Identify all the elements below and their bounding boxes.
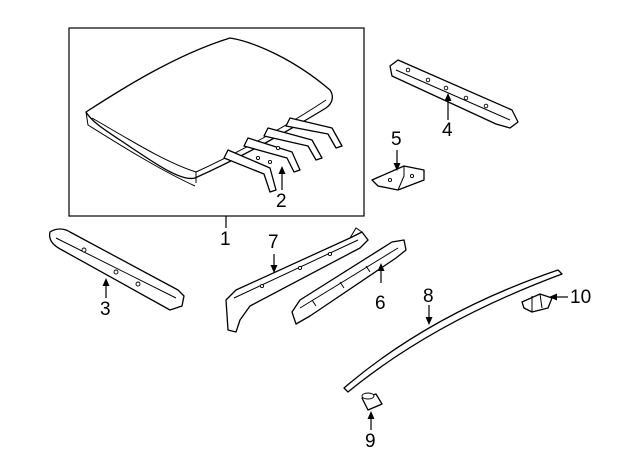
callout-9: 9 (365, 431, 376, 452)
bracket-part (371, 165, 425, 191)
side-rail-reinforcement-part (291, 239, 407, 325)
callout-6-arrow (377, 263, 385, 271)
callout-4-arrow (444, 93, 452, 101)
callout-7-arrow (270, 265, 278, 273)
callout-10-arrow (549, 293, 557, 301)
callout-2-arrow (278, 166, 286, 174)
callout-9-arrow (367, 411, 375, 419)
callout-10: 10 (570, 287, 592, 308)
rear-header-part (389, 59, 519, 129)
callout-8-arrow (425, 317, 433, 325)
callout-6: 6 (375, 293, 386, 314)
callout-4: 4 (442, 120, 453, 141)
roof-bows-part (223, 117, 343, 193)
callout-8: 8 (423, 286, 434, 307)
callout-3-arrow (102, 278, 110, 286)
roof-panel-inset-frame (68, 27, 365, 217)
roof-molding-part (343, 269, 563, 393)
inner-side-rail-part (225, 227, 369, 333)
callout-2: 2 (276, 191, 287, 212)
callout-5: 5 (391, 129, 402, 150)
callout-1: 1 (220, 229, 231, 250)
callout-5-arrow (393, 163, 401, 171)
molding-clip-part (521, 293, 553, 313)
callout-7: 7 (268, 232, 279, 253)
callout-3: 3 (100, 299, 111, 320)
clip-part (361, 392, 383, 411)
front-header-part (48, 228, 185, 311)
